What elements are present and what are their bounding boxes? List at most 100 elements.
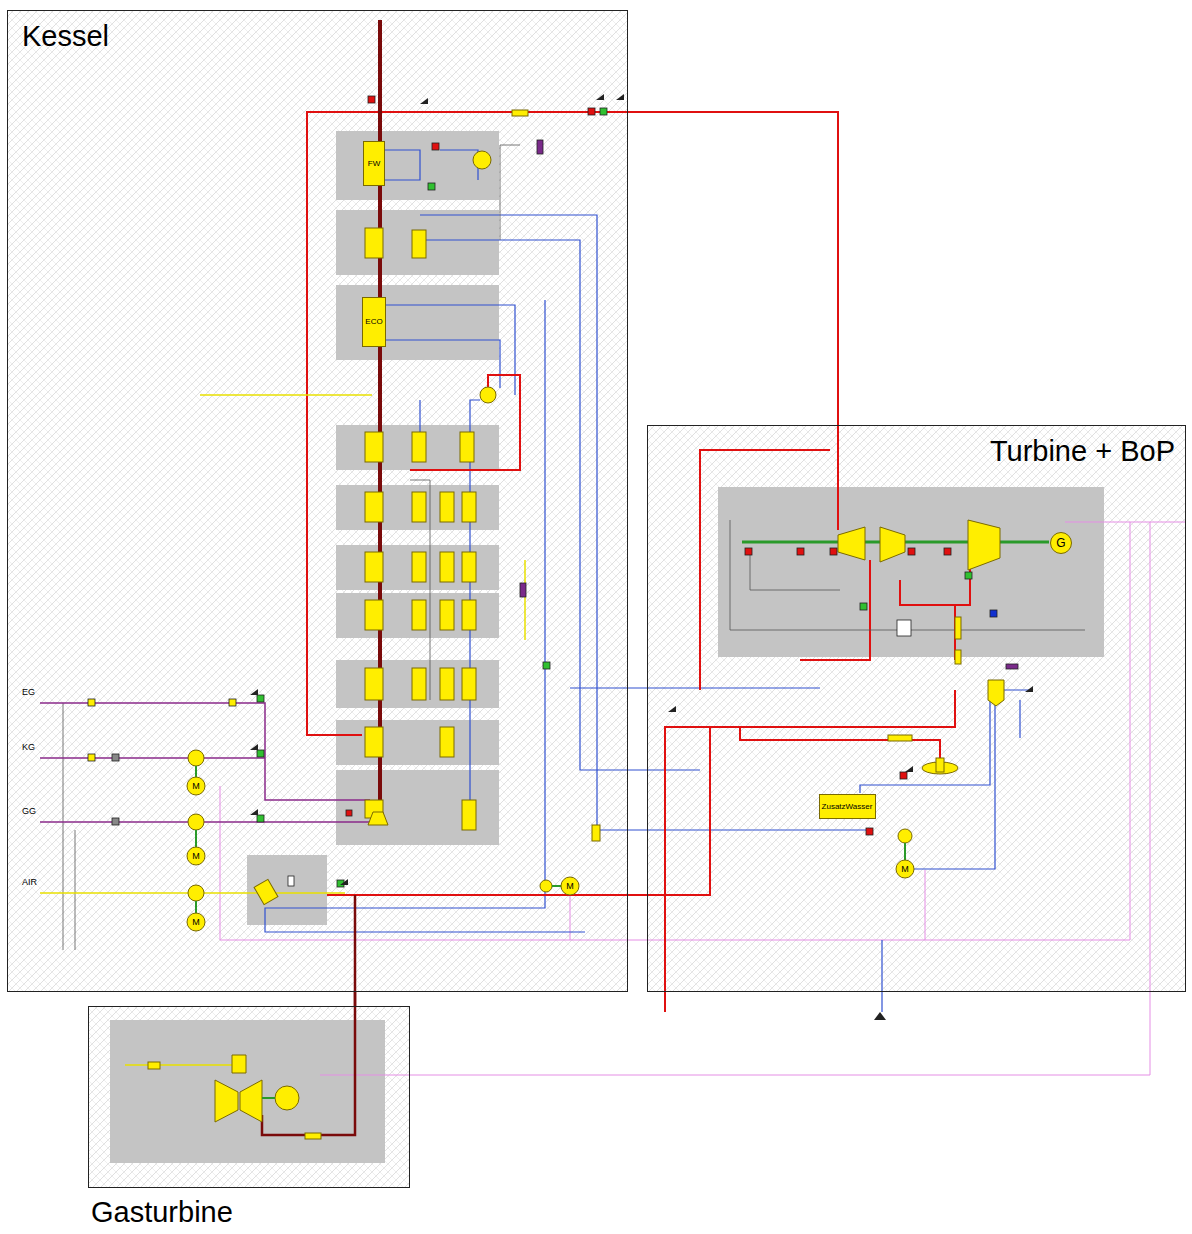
valve-marker [112, 818, 119, 825]
heat-exchanger [440, 668, 454, 700]
region-title: Turbine + BoP [990, 436, 1175, 468]
heat-exchanger [368, 812, 388, 825]
steam-pipe [700, 450, 830, 690]
grey-panel [110, 1020, 385, 1163]
motor-label: M [901, 865, 909, 874]
steam-pipe [837, 425, 839, 530]
heat-exchanger [412, 600, 426, 630]
exhaust-duct [379, 20, 382, 60]
heat-exchanger [365, 668, 383, 700]
grey-panel [336, 485, 499, 530]
exhaust-gas-line [354, 992, 357, 1006]
flow-marker [250, 809, 258, 815]
grey-panel [336, 285, 499, 360]
shaft [262, 1097, 275, 1099]
water-pipe [860, 680, 990, 793]
signal-line [925, 870, 926, 940]
motor-label: M [192, 782, 200, 791]
fuel-inlet-label: KG [22, 743, 35, 752]
motor-label: M [566, 882, 574, 891]
fuel-line [40, 821, 380, 823]
turbine-stage [240, 1080, 262, 1122]
valve-marker [346, 810, 352, 816]
heat-exchanger [365, 727, 383, 757]
valve-marker [432, 143, 439, 150]
heat-exchanger [365, 492, 383, 522]
boiler-region: KesselFWECO [7, 10, 628, 992]
valve-marker [900, 772, 907, 779]
motor [187, 847, 205, 865]
steam-pipe [900, 560, 970, 605]
valve-marker [257, 750, 264, 757]
flow-marker [250, 744, 258, 750]
water-pipe [420, 240, 700, 770]
heat-exchanger [955, 617, 961, 639]
valve-marker [368, 96, 375, 103]
heat-exchanger [440, 600, 454, 630]
control-line [750, 555, 840, 590]
fuel-inlet-label: EG [22, 688, 35, 697]
air-line [200, 394, 372, 396]
heat-exchanger [412, 552, 426, 582]
water-pipe [905, 690, 1030, 869]
fan [898, 829, 912, 843]
valve-marker [428, 183, 435, 190]
air-line [270, 892, 345, 894]
turbine-region: Turbine + BoPZusatzWasserG [647, 425, 1186, 992]
water-pipe [420, 215, 870, 830]
valve-marker [908, 548, 915, 555]
shaft [195, 766, 197, 778]
fuel-line [40, 703, 370, 800]
valve-marker [543, 662, 550, 669]
air-line [40, 892, 260, 894]
main-steam-line [628, 112, 838, 425]
valve-marker [257, 695, 264, 702]
fan [188, 885, 204, 901]
exhaust-duct [262, 20, 380, 1135]
region-title: Kessel [22, 21, 109, 53]
valve-marker [897, 620, 911, 636]
heat-exchanger [148, 1062, 160, 1069]
fan [188, 750, 912, 901]
flow-marker [874, 1012, 886, 1020]
heat-exchanger [462, 492, 476, 522]
valve-marker [965, 572, 972, 579]
fuel-line [40, 703, 380, 822]
water-pipe [881, 940, 882, 1012]
valve-marker [88, 699, 95, 706]
heat-exchanger [365, 552, 383, 582]
signal-line [320, 522, 1150, 1075]
flow-marker [340, 879, 348, 885]
flow-marker [250, 689, 258, 695]
steam-pipe [665, 690, 955, 1012]
hatched-ground [7, 10, 1186, 1188]
makeup-water-tank: ZusatzWasser [819, 794, 876, 819]
control-line [63, 145, 1085, 950]
heat-exchanger [473, 151, 491, 169]
water-pipe [1019, 700, 1020, 738]
valve-marker [288, 876, 294, 886]
valve-marker [112, 754, 119, 761]
heat-exchanger [480, 387, 496, 403]
fuel-line [40, 757, 265, 759]
grey-panel [247, 855, 327, 925]
heat-exchanger [936, 758, 944, 772]
heat-exchanger [412, 492, 426, 522]
valve-marker [866, 828, 873, 835]
motor [187, 777, 205, 795]
steam-pipe [740, 727, 940, 760]
turbine-stage [275, 1086, 299, 1110]
gas-turbine-region: Gasturbine [88, 1006, 410, 1188]
heat-exchanger [412, 432, 426, 462]
flow-marker [1025, 686, 1033, 692]
hatched-ground [88, 1006, 410, 1188]
turbine-stage [215, 1080, 238, 1122]
air-inlet-label: AIR [22, 878, 37, 887]
valve-marker [229, 699, 236, 706]
heat-exchanger [440, 727, 454, 757]
shaft [195, 901, 197, 914]
flow-marker [250, 94, 1033, 1020]
motor [561, 877, 579, 895]
motor [896, 860, 914, 878]
grey-panel [110, 131, 1104, 1163]
